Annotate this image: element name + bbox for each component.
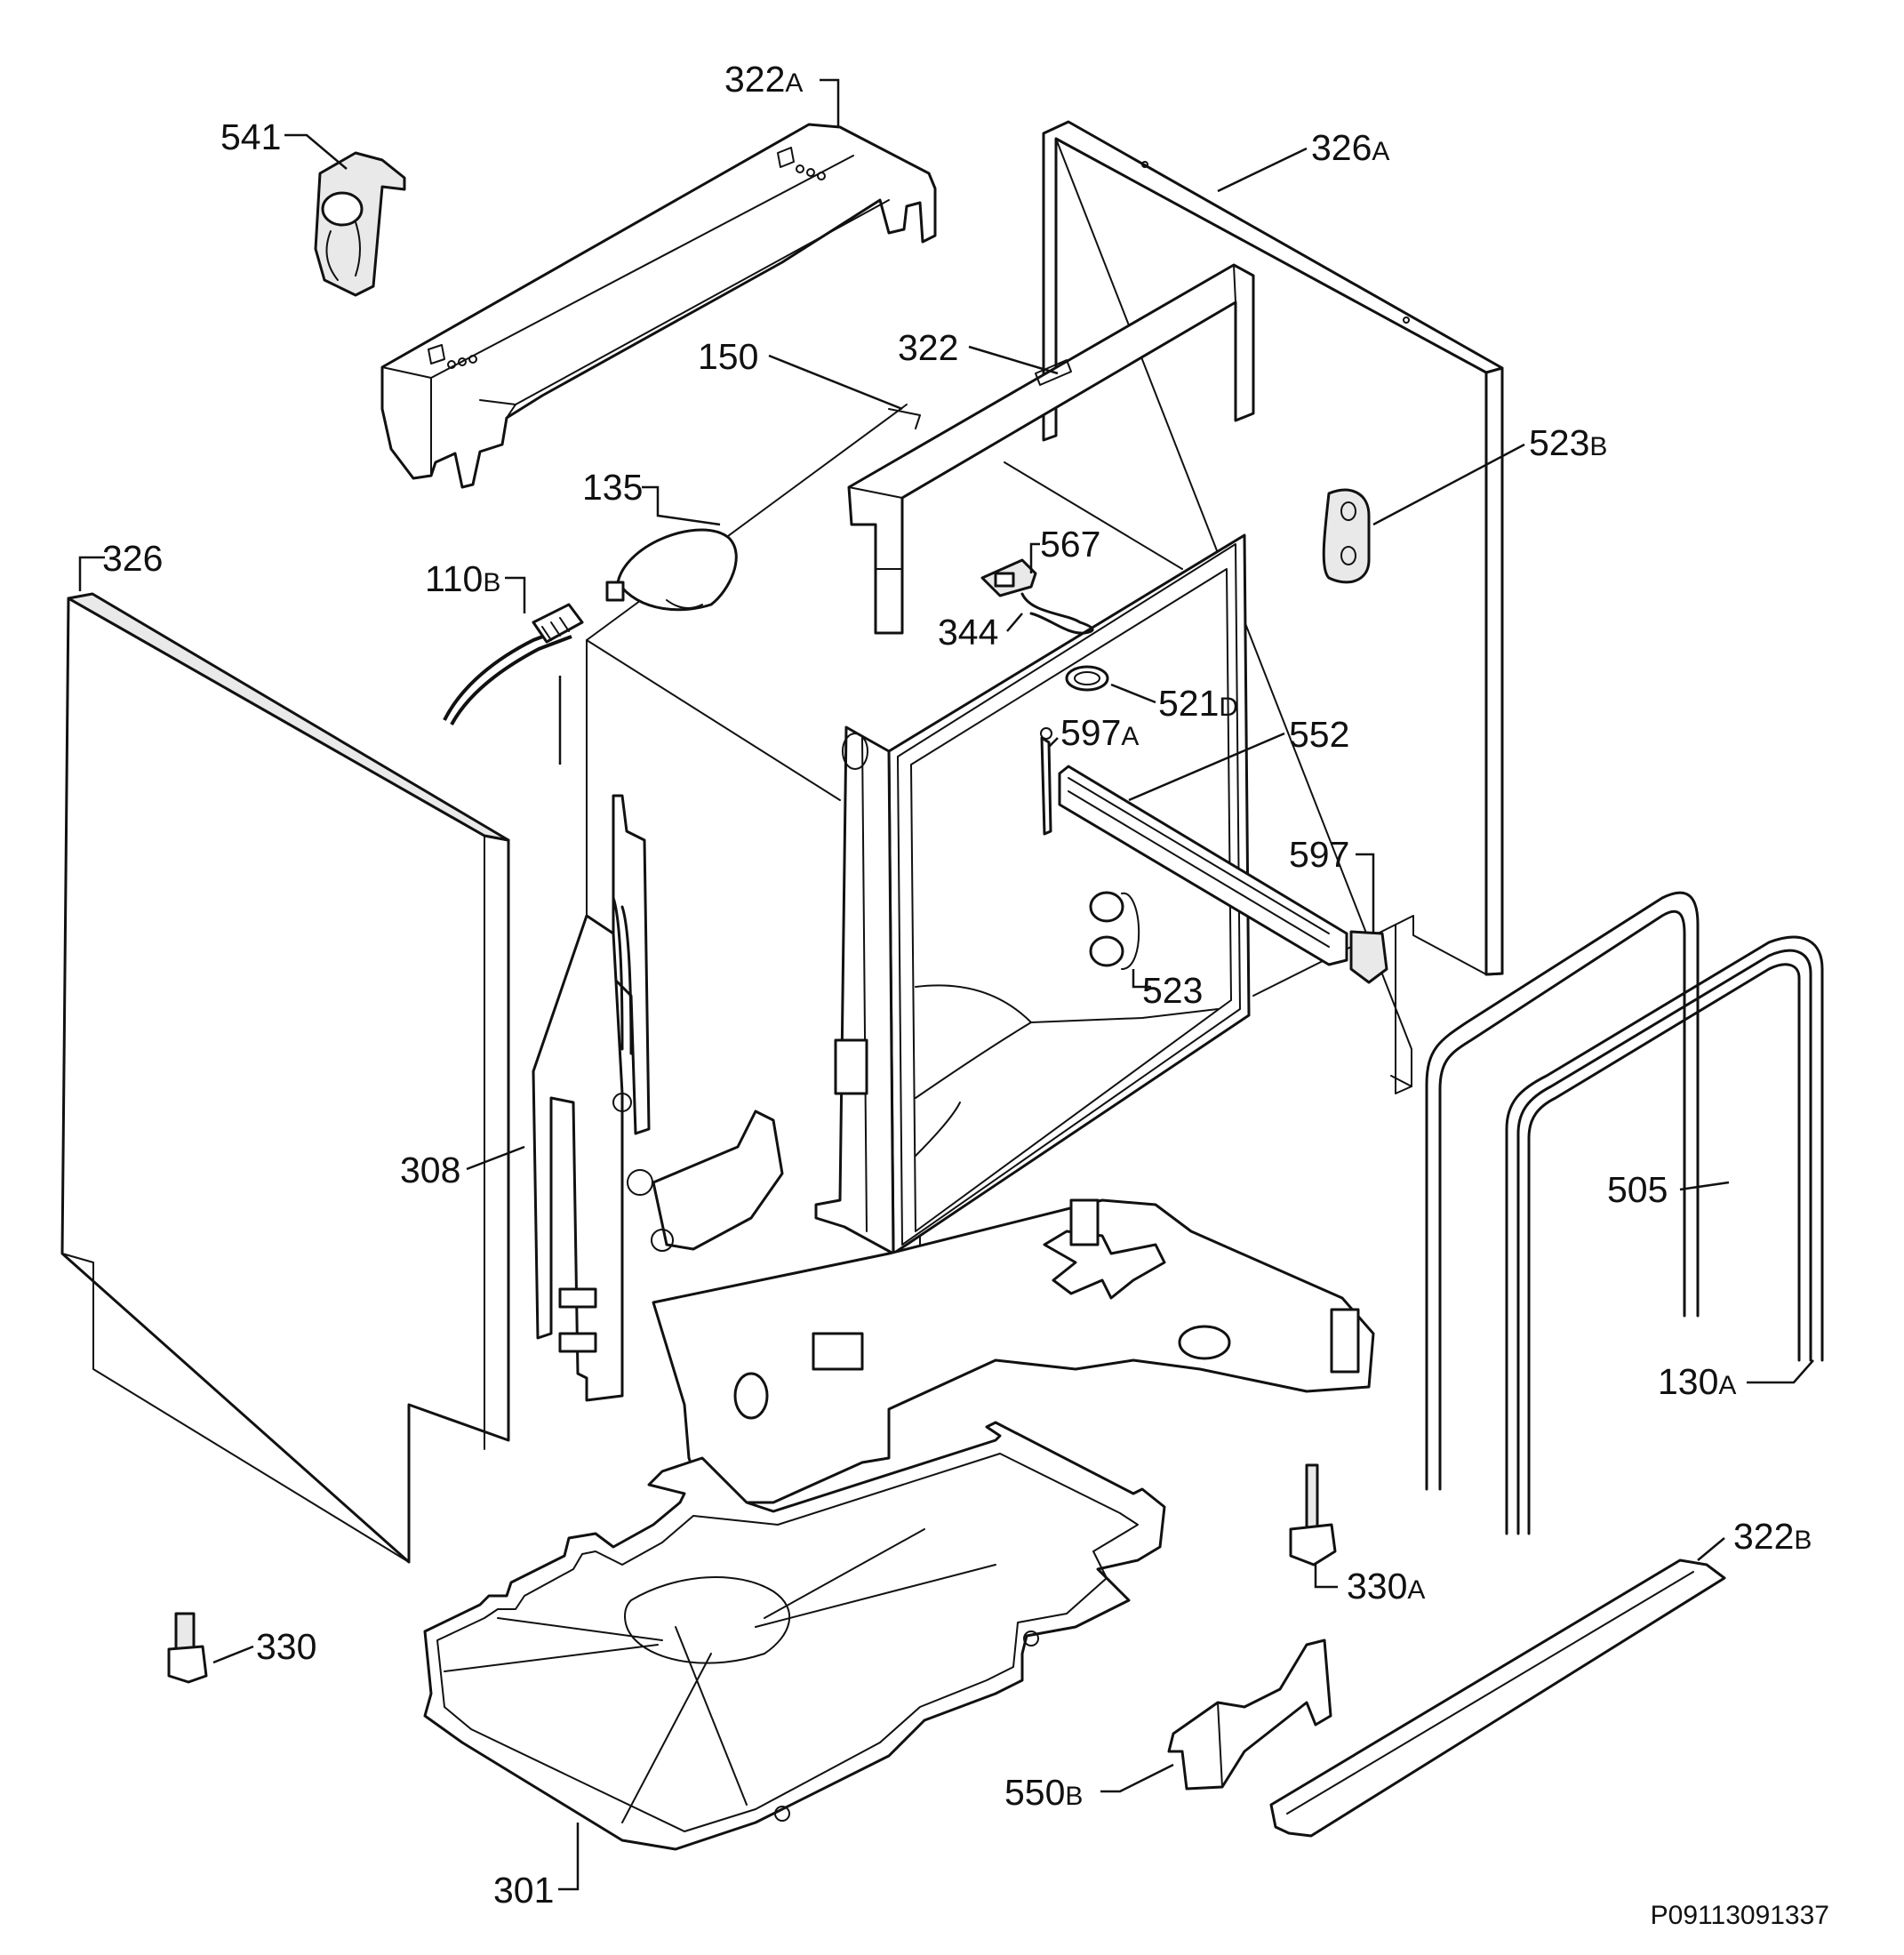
part-322b-sill-rail	[1269, 1558, 1726, 1838]
callout-301: 301	[493, 1870, 554, 1911]
callout-322b: 322B	[1733, 1516, 1812, 1557]
part-550b-bracket	[1167, 1639, 1332, 1791]
callout-308: 308	[400, 1150, 460, 1190]
callout-110b: 110B	[425, 558, 500, 599]
part-330-foot	[167, 1612, 208, 1684]
part-110b-hose	[443, 603, 584, 725]
callout-523: 523	[1142, 970, 1203, 1011]
callout-322: 322	[898, 327, 958, 368]
part-base-frame	[652, 1198, 1375, 1504]
callout-550b: 550B	[1004, 1772, 1083, 1813]
part-322a-upper-crossmember	[380, 123, 937, 489]
callout-521d: 521D	[1158, 683, 1238, 724]
part-130a-seal	[1505, 935, 1824, 1535]
part-523b-gasket	[1322, 488, 1371, 584]
part-326-side-panel	[60, 592, 510, 1564]
callout-597a: 597A	[1060, 712, 1139, 753]
part-135-pressure-chamber	[605, 528, 738, 612]
callout-523b: 523B	[1529, 422, 1607, 463]
drawing-reference: P09113091337	[1651, 1901, 1829, 1930]
leader-lines	[78, 78, 1814, 1891]
part-523-fittings	[1089, 891, 1140, 970]
part-597-end-cap	[1349, 930, 1388, 984]
part-505-door-seal	[1425, 891, 1700, 1491]
part-567-bracket	[980, 558, 1037, 597]
callout-330: 330	[256, 1626, 316, 1667]
callout-135: 135	[582, 467, 643, 508]
part-301-base-tray	[423, 1421, 1166, 1851]
callout-552: 552	[1289, 714, 1349, 755]
part-541-clip	[314, 151, 406, 297]
callout-567: 567	[1040, 524, 1100, 565]
part-322-top-frame	[847, 263, 1255, 635]
callout-322a: 322A	[724, 59, 803, 100]
callout-326a: 326A	[1311, 127, 1389, 168]
callout-344: 344	[938, 612, 998, 653]
part-308-hinge-assembly	[532, 794, 784, 1402]
callout-330a: 330A	[1347, 1566, 1425, 1606]
part-344-spring-clip	[1020, 592, 1094, 635]
callout-597: 597	[1289, 834, 1349, 875]
part-door-frame	[814, 533, 1251, 1255]
part-552-rail	[1058, 765, 1348, 966]
part-521d-ring	[1065, 665, 1109, 692]
callout-326: 326	[102, 538, 163, 579]
callout-505: 505	[1607, 1169, 1668, 1210]
part-597a-pin	[1040, 727, 1052, 836]
callout-150: 150	[698, 336, 758, 377]
part-330a-adjustable-foot	[1289, 1463, 1337, 1566]
callout-541: 541	[220, 116, 281, 157]
callout-130a: 130A	[1658, 1361, 1736, 1402]
